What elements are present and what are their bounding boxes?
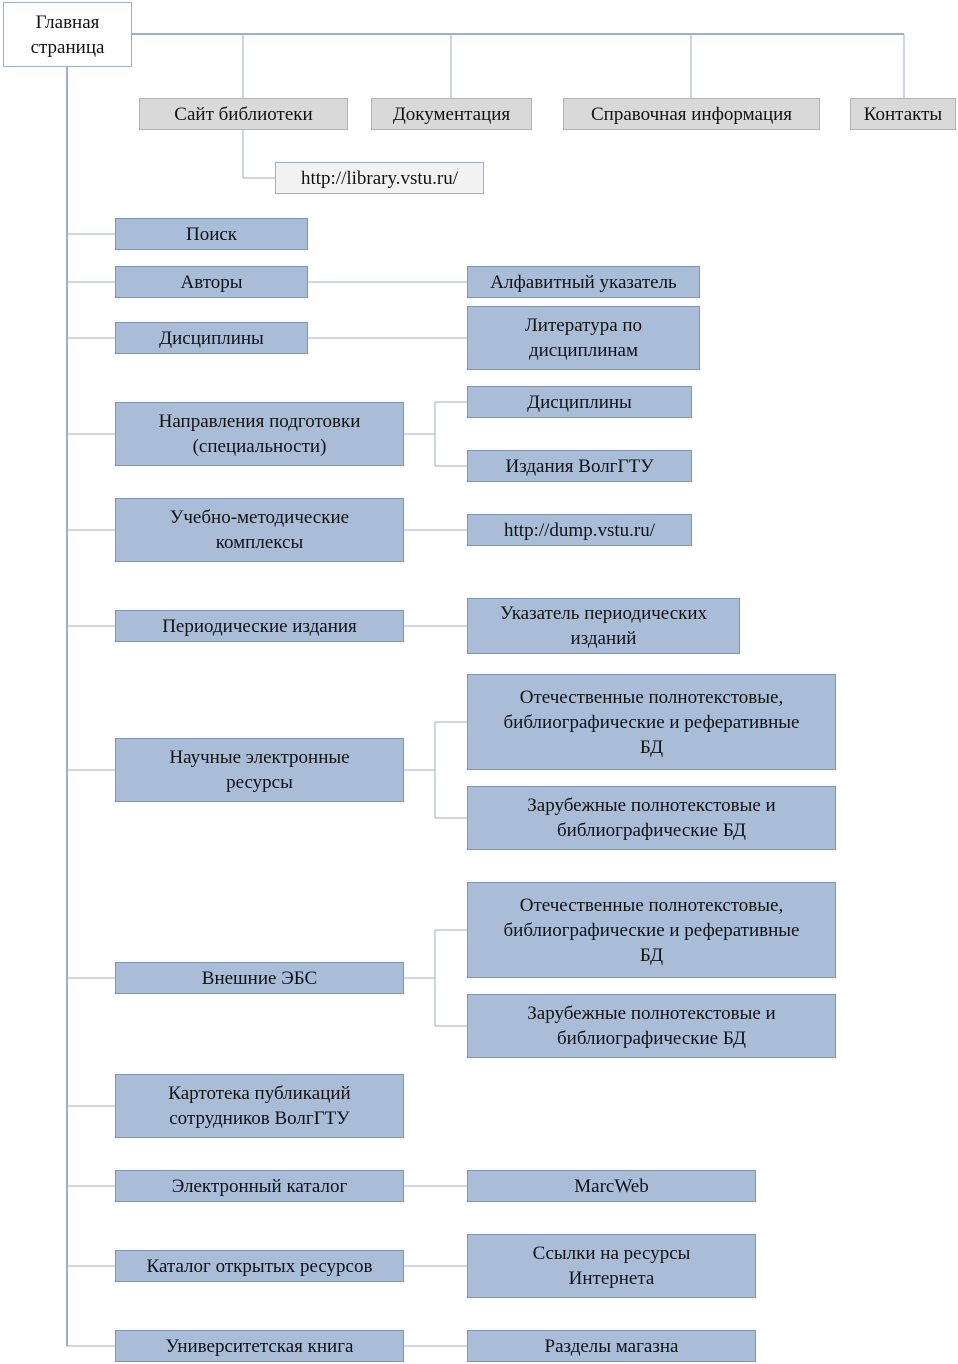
node-marcweb: MarcWeb — [467, 1170, 756, 1202]
node-sci-domestic-db: Отечественные полнотекстовые, библиограф… — [467, 674, 836, 770]
node-direction-disciplines: Дисциплины — [467, 386, 692, 418]
node-open-resources-catalog: Каталог открытых ресурсов — [115, 1250, 404, 1282]
node-tab-contacts: Контакты — [850, 98, 956, 130]
node-vstu-publications: Издания ВолгГТУ — [467, 450, 692, 482]
node-root: Главная страница — [3, 2, 132, 67]
node-training-directions: Направления подготовки (специальности) — [115, 402, 404, 466]
node-periodicals: Периодические издания — [115, 610, 404, 642]
node-e-catalog: Электронный каталог — [115, 1170, 404, 1202]
node-sci-foreign-db: Зарубежные полнотекстовые и библиографич… — [467, 786, 836, 850]
node-tab-reference: Справочная информация — [563, 98, 820, 130]
node-staff-publications: Картотека публикаций сотрудников ВолгГТУ — [115, 1074, 404, 1138]
node-literature-by-discipline: Литература по дисциплинам — [467, 306, 700, 370]
node-periodicals-index: Указатель периодических изданий — [467, 598, 740, 654]
node-ebs-domestic-db: Отечественные полнотекстовые, библиограф… — [467, 882, 836, 978]
node-external-ebs: Внешние ЭБС — [115, 962, 404, 994]
node-store-sections: Разделы магазна — [467, 1330, 756, 1362]
node-authors: Авторы — [115, 266, 308, 298]
node-site-url: http://library.vstu.ru/ — [275, 162, 484, 194]
node-disciplines: Дисциплины — [115, 322, 308, 354]
node-alphabetical-index: Алфавитный указатель — [467, 266, 700, 298]
node-search: Поиск — [115, 218, 308, 250]
node-tab-site: Сайт библиотеки — [139, 98, 348, 130]
node-scientific-resources: Научные электронные ресурсы — [115, 738, 404, 802]
node-ebs-foreign-db: Зарубежные полнотекстовые и библиографич… — [467, 994, 836, 1058]
node-dump-url: http://dump.vstu.ru/ — [467, 514, 692, 546]
node-university-book: Университетская книга — [115, 1330, 404, 1362]
node-tab-docs: Документация — [371, 98, 532, 130]
node-teaching-complexes: Учебно-методические комплексы — [115, 498, 404, 562]
node-internet-links: Ссылки на ресурсы Интернета — [467, 1234, 756, 1298]
